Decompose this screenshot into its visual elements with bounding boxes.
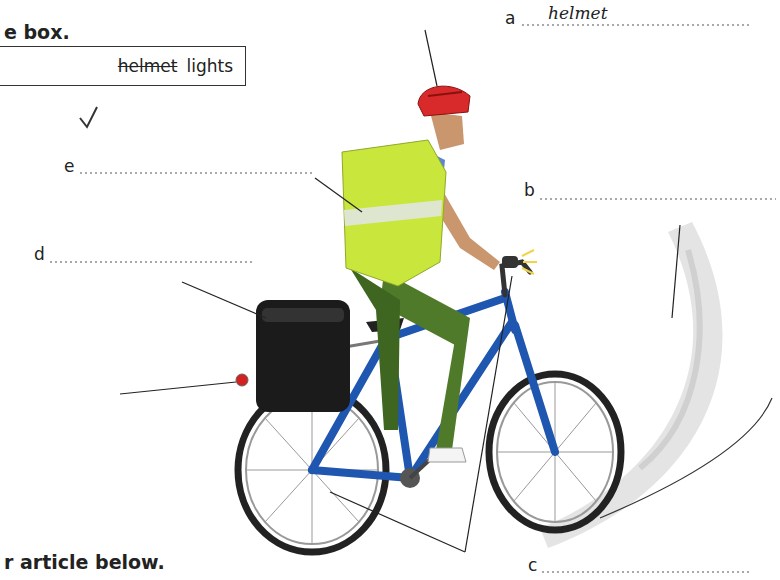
answer-line [542, 571, 750, 572]
cyclist-figure [342, 86, 500, 462]
cyclist-figure [418, 86, 470, 116]
bike-parts [522, 268, 534, 274]
pannier-bag [256, 300, 350, 412]
callout-letter: c [528, 555, 537, 575]
leader-line [672, 225, 680, 318]
leader-line [120, 30, 680, 552]
pannier-bag [262, 308, 344, 322]
cyclist-figure [342, 140, 446, 286]
pannier-bag [256, 300, 350, 412]
bike-parts [236, 374, 248, 386]
answer-line [50, 261, 255, 262]
callout-letter: e [64, 156, 74, 176]
bike-frame [312, 470, 410, 478]
instruction-text: e box. [4, 22, 70, 42]
callout-letter: b [524, 180, 535, 200]
cyclist-figure [428, 448, 466, 462]
word-box: helmet lights [0, 46, 246, 86]
road-curve [640, 250, 700, 468]
leader-line [330, 492, 465, 552]
instruction-text: r article below. [4, 552, 165, 572]
bike-parts [522, 250, 534, 256]
cyclist-figure [430, 112, 464, 150]
callout-letter: a [505, 8, 515, 28]
tick-mark [80, 107, 97, 127]
bike-parts [522, 250, 537, 274]
road-curve [600, 398, 772, 518]
answer-line [80, 172, 312, 173]
answer-word: helmet [548, 3, 607, 23]
tick-mark [80, 107, 97, 127]
callout-letter: d [34, 244, 45, 264]
leader-line [465, 276, 512, 552]
bike-parts [236, 250, 537, 488]
leader-line [425, 30, 437, 86]
box-word: lights [186, 56, 233, 76]
bike-frame [515, 325, 555, 452]
answer-line [522, 24, 752, 25]
bike-parts [502, 256, 518, 268]
cyclist-figure [436, 318, 470, 450]
leader-line [120, 382, 236, 394]
road-curve [540, 222, 723, 548]
box-word: helmet [118, 56, 178, 76]
answer-line [540, 198, 776, 199]
cyclist-figure [428, 92, 462, 96]
cyclist-figure [344, 200, 442, 226]
cyclist-figure [350, 268, 400, 430]
bike-parts [523, 261, 537, 263]
leader-line [315, 178, 362, 212]
answer-line [50, 25, 776, 572]
leader-line [182, 282, 266, 318]
